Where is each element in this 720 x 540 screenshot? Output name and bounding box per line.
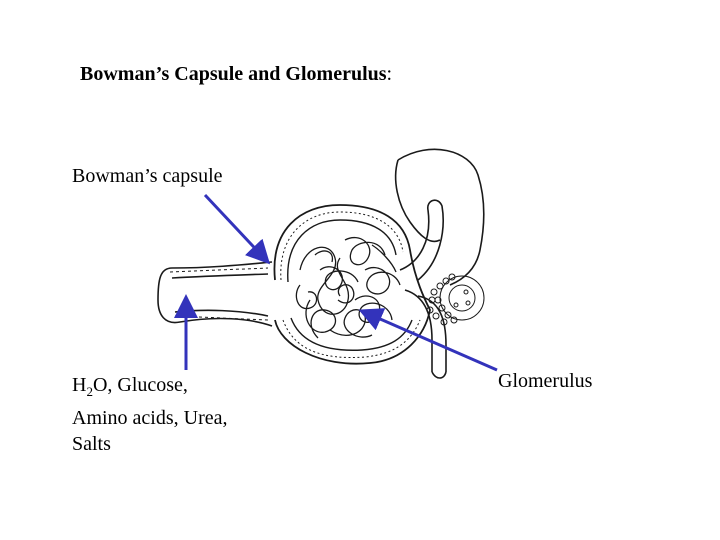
bowmans-capsule — [274, 205, 430, 364]
capsule-arrow — [205, 195, 266, 260]
glomerulus-capillaries — [296, 238, 400, 338]
